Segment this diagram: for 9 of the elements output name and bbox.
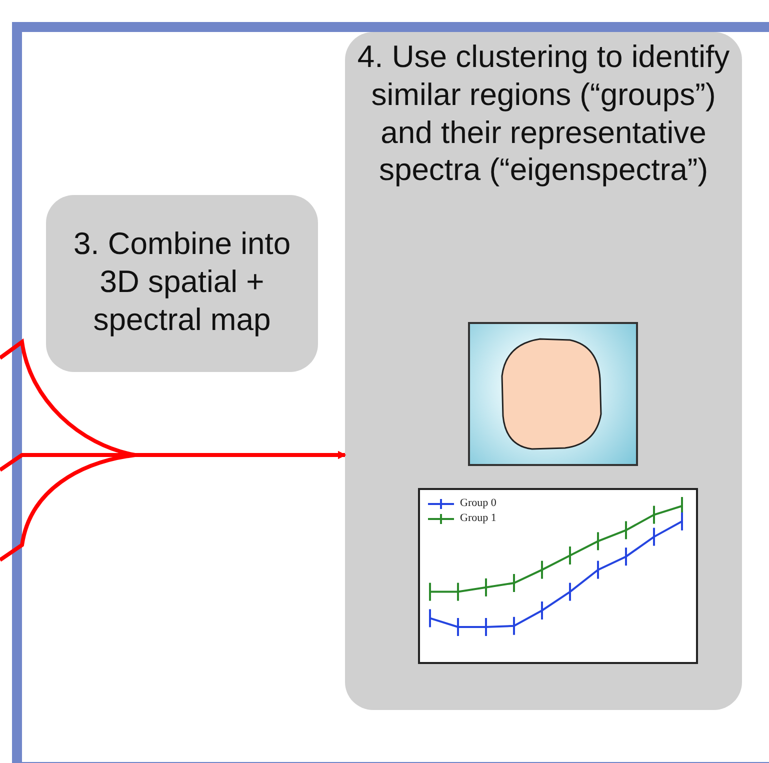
step-box [46, 195, 318, 372]
legend-text: Group 1 [460, 512, 496, 524]
step-text: 4. Use clustering to identify similar regions (“groups”) and their representative spectra (“eigenspectra”) [356, 38, 731, 190]
arrow [0, 451, 346, 562]
cluster-map-picture [468, 322, 638, 466]
step-box [345, 32, 742, 710]
step-text: 3. Combine into 3D spatial + spectral map [72, 225, 292, 338]
spectra-chart-picture [418, 488, 698, 664]
legend-text: Group 0 [460, 497, 496, 509]
